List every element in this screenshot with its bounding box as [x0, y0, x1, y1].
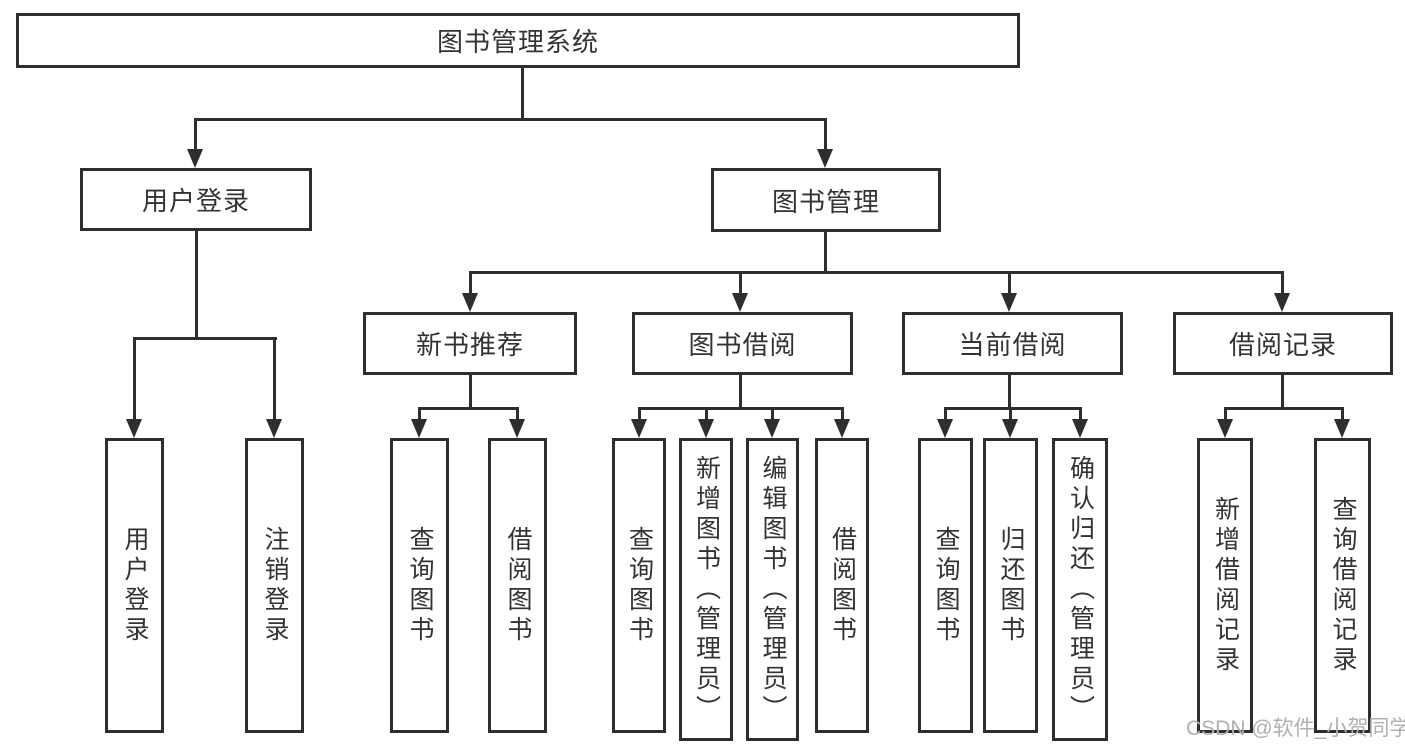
- node-root: 图书管理系统: [16, 13, 1020, 68]
- leaf-user-login: 用户登录: [105, 438, 164, 733]
- connector-user-login-shaft: [194, 118, 197, 150]
- leaf-query-borrow-record-label: 查询借阅记录: [1329, 495, 1357, 676]
- node-user-login-label: 用户登录: [141, 186, 250, 216]
- connector-root-trunk: [521, 68, 524, 121]
- arrow-down-icon: [411, 419, 427, 438]
- arrow-down-icon: [1001, 293, 1017, 312]
- connector-level3-shaft: [469, 271, 472, 295]
- connector-leaf-shaft: [1341, 407, 1344, 422]
- connector-leaf-shaft: [841, 407, 844, 422]
- leaf-query-books-label: 查询图书: [625, 525, 654, 646]
- connector-leaf-shaft: [705, 407, 708, 422]
- node-book-borrow-label: 图书借阅: [688, 330, 797, 360]
- arrow-down-icon: [1274, 293, 1290, 312]
- arrow-down-icon: [698, 419, 714, 438]
- leaf-edit-books-admin: 编辑图书（管理员）: [746, 438, 799, 741]
- connector-leaf-shaft: [418, 407, 421, 422]
- node-current-borrow-label: 当前借阅: [958, 330, 1067, 360]
- arrow-down-icon: [266, 419, 282, 438]
- leaf-borrow-books: 借阅图书: [815, 438, 869, 733]
- connector-l3-trunk: [1008, 375, 1011, 408]
- leaf-query-borrow-record: 查询借阅记录: [1314, 438, 1371, 733]
- leaf-borrow-books-label: 借阅图书: [504, 525, 532, 646]
- connector-leaf-shaft: [1009, 407, 1012, 422]
- connector-leaf-shaft: [133, 337, 136, 422]
- arrow-down-icon: [817, 149, 833, 168]
- csdn-watermark: CSDN @软件_小贺同学: [1186, 717, 1405, 740]
- node-book-management-label: 图书管理: [771, 186, 880, 217]
- leaf-confirm-return-admin: 确认归还（管理员）: [1052, 438, 1108, 741]
- connector-l3-trunk: [1281, 375, 1284, 408]
- leaf-query-books: 查询图书: [918, 438, 973, 733]
- connector-level3-shaft: [1008, 271, 1011, 295]
- leaf-query-books: 查询图书: [390, 438, 449, 733]
- connector-leaf-shaft: [638, 407, 641, 422]
- arrow-down-icon: [126, 419, 142, 438]
- leaf-borrow-books: 借阅图书: [488, 438, 547, 733]
- leaf-add-borrow-record: 新增借阅记录: [1197, 438, 1253, 733]
- connector-level3-shaft: [739, 271, 742, 295]
- node-book-borrow: 图书借阅: [632, 312, 853, 375]
- arrow-down-icon: [462, 293, 478, 312]
- leaf-return-books: 归还图书: [983, 438, 1038, 733]
- arrow-down-icon: [631, 419, 647, 438]
- connector-leaf-shaft: [1079, 407, 1082, 422]
- connector-book-mgmt-shaft: [824, 118, 827, 150]
- leaf-add-books-admin: 新增图书（管理员）: [679, 438, 733, 741]
- connector-level3-rail: [469, 271, 1284, 274]
- node-root-label: 图书管理系统: [436, 27, 599, 57]
- arrow-down-icon: [732, 293, 748, 312]
- connector-leaf-rail: [1224, 407, 1344, 410]
- leaf-add-borrow-record-label: 新增借阅记录: [1211, 495, 1240, 676]
- connector-level2-rail: [194, 118, 827, 121]
- connector-leaf-shaft: [944, 407, 947, 422]
- leaf-edit-books-admin-label: 编辑图书（管理员）: [759, 454, 787, 725]
- arrow-down-icon: [1072, 419, 1088, 438]
- node-borrow-record: 借阅记录: [1173, 312, 1393, 375]
- arrow-down-icon: [1334, 419, 1350, 438]
- connector-leaf-shaft: [273, 337, 276, 422]
- arrow-down-icon: [937, 419, 953, 438]
- node-new-book-recommend-label: 新书推荐: [415, 330, 524, 360]
- node-borrow-record-label: 借阅记录: [1228, 330, 1337, 360]
- arrow-down-icon: [1002, 419, 1018, 438]
- node-user-login: 用户登录: [80, 168, 312, 231]
- connector-user-login-trunk: [195, 231, 198, 339]
- connector-l3-trunk: [739, 375, 742, 408]
- connector-leaf-rail: [418, 407, 519, 410]
- connector-book-mgmt-trunk: [824, 232, 827, 273]
- node-current-borrow: 当前借阅: [902, 312, 1123, 375]
- leaf-query-books: 查询图书: [612, 438, 666, 733]
- node-book-management: 图书管理: [711, 168, 941, 232]
- connector-leaf-rail: [944, 407, 1081, 410]
- leaf-logout-login: 注销登录: [245, 438, 304, 733]
- connector-leaf-shaft: [771, 407, 774, 422]
- arrow-down-icon: [764, 419, 780, 438]
- leaf-query-books-label: 查询图书: [932, 525, 960, 646]
- connector-user-login-rail: [133, 337, 277, 340]
- leaf-borrow-books-label: 借阅图书: [828, 525, 857, 646]
- node-new-book-recommend: 新书推荐: [363, 312, 577, 375]
- arrow-down-icon: [834, 419, 850, 438]
- leaf-confirm-return-admin-label: 确认归还（管理员）: [1066, 454, 1095, 725]
- leaf-user-login-label: 用户登录: [121, 525, 149, 646]
- leaf-query-books-label: 查询图书: [406, 525, 434, 646]
- leaf-logout-login-label: 注销登录: [261, 525, 289, 646]
- arrow-down-icon: [1217, 419, 1233, 438]
- connector-l3-trunk: [469, 375, 472, 408]
- connector-leaf-shaft: [516, 407, 519, 422]
- arrow-down-icon: [187, 149, 203, 168]
- arrow-down-icon: [509, 419, 525, 438]
- leaf-return-books-label: 归还图书: [997, 525, 1025, 646]
- connector-leaf-shaft: [1224, 407, 1227, 422]
- connector-leaf-rail: [638, 407, 843, 410]
- connector-level3-shaft: [1281, 271, 1284, 295]
- leaf-add-books-admin-label: 新增图书（管理员）: [692, 454, 721, 725]
